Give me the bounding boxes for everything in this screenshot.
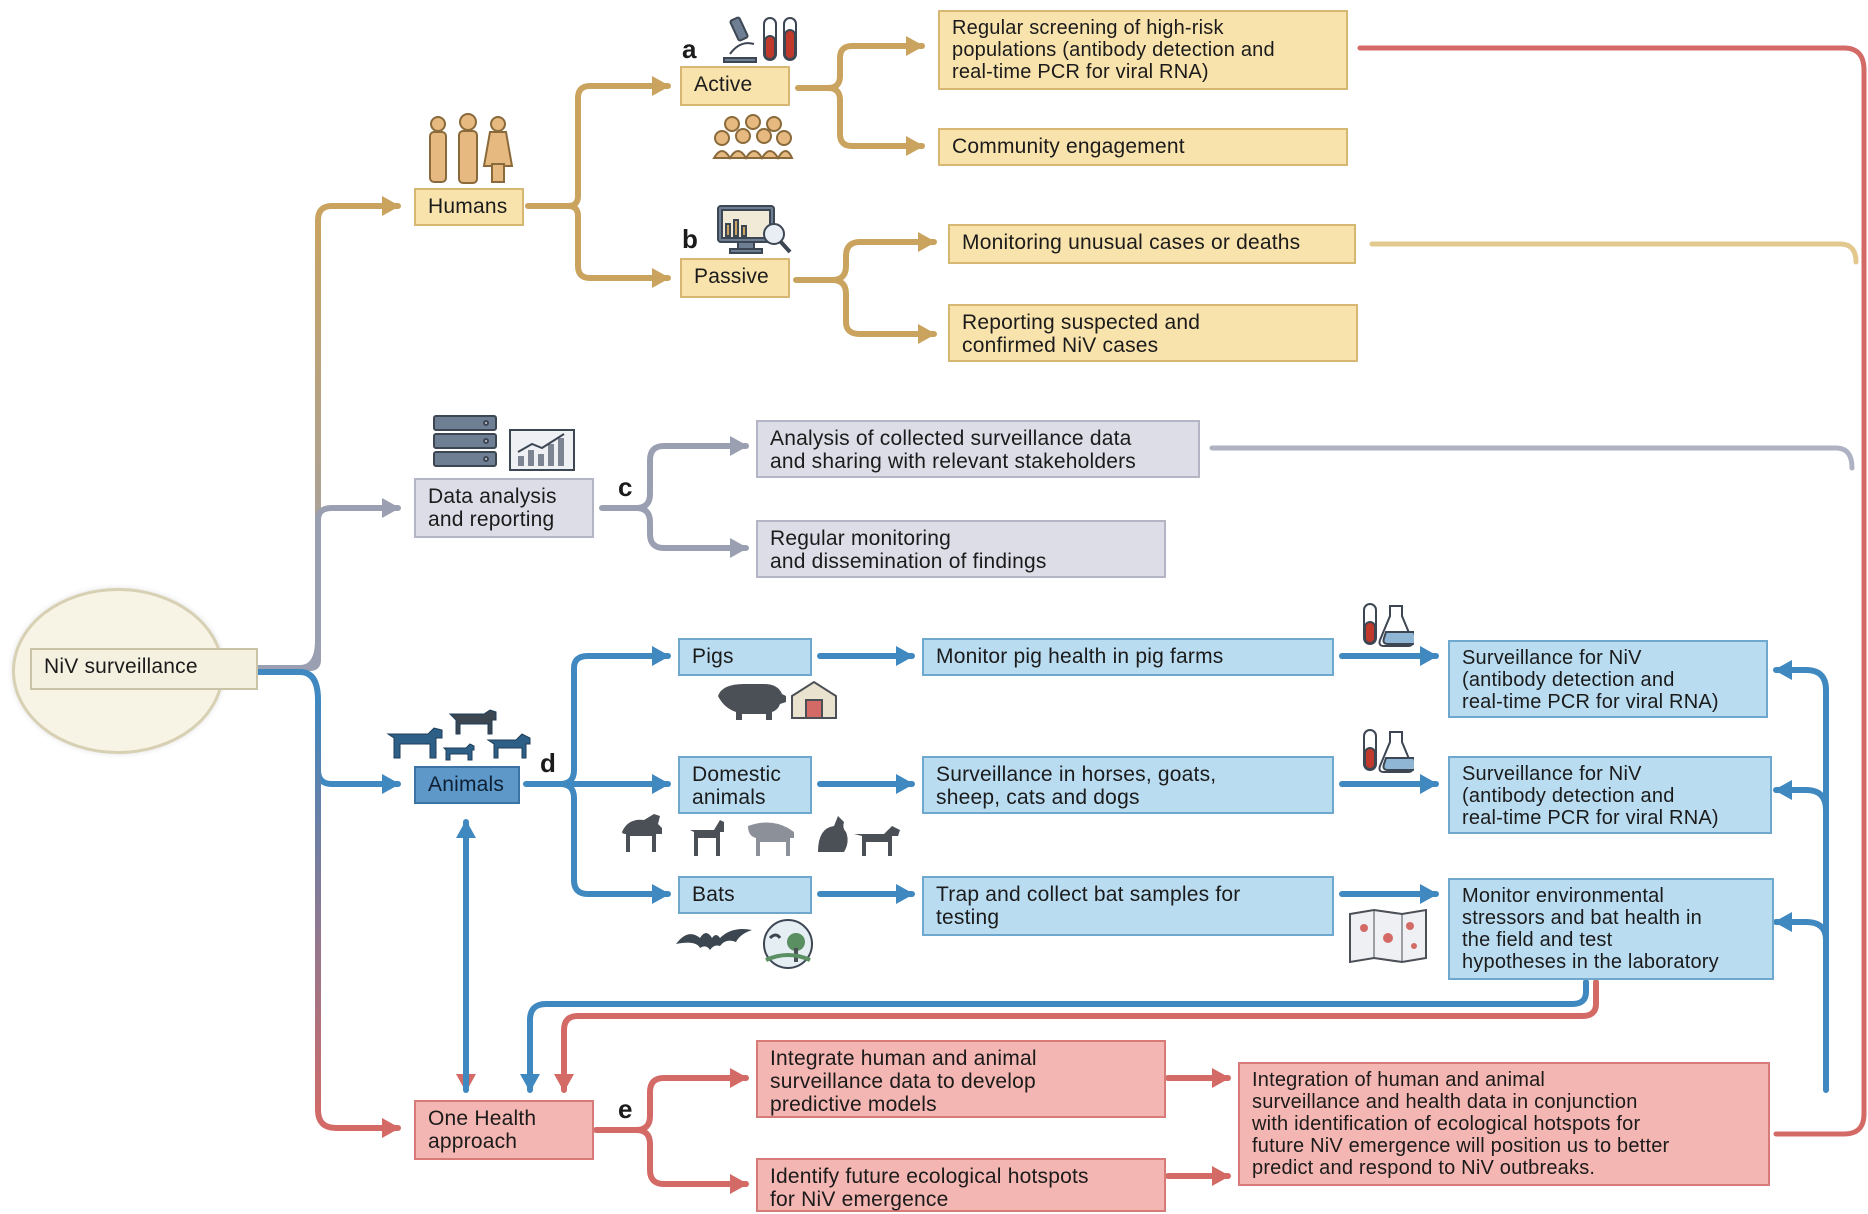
domestic-node: Domestic animals	[678, 756, 812, 814]
monitor-analytics-icon	[717, 205, 792, 254]
data-item-monitoring: Regular monitoring and dissemination of …	[756, 520, 1166, 578]
map-icon	[1349, 908, 1427, 964]
one-health-item-integrate: Integrate human and animal surveillance …	[756, 1040, 1166, 1118]
humans-node: Humans	[414, 188, 524, 226]
pig-icon	[718, 684, 786, 720]
active-node: Active	[680, 66, 790, 106]
bats-outcome: Monitor environmental stressors and bat …	[1448, 878, 1774, 980]
ecosystem-icon	[763, 919, 813, 969]
lab-tubes-icon	[1363, 603, 1414, 647]
chart-icon	[509, 429, 575, 471]
passive-item-reporting: Reporting suspected and confirmed NiV ca…	[948, 304, 1358, 362]
data-item-analysis: Analysis of collected surveillance data …	[756, 420, 1200, 478]
test-tubes-icon	[763, 17, 797, 61]
root-node: NiV surveillance	[30, 648, 258, 690]
barn-icon	[791, 680, 837, 719]
livestock-icon	[386, 709, 531, 761]
label-e: e	[618, 1094, 633, 1124]
domestic-outcome: Surveillance for NiV (antibody detection…	[1448, 756, 1772, 834]
one-health-node: One Health approach	[414, 1100, 594, 1160]
one-health-item-hotspots: Identify future ecological hotspots for …	[756, 1158, 1166, 1212]
label-d: d	[540, 748, 556, 778]
pigs-action: Monitor pig health in pig farms	[922, 638, 1334, 676]
active-item-community: Community engagement	[938, 128, 1348, 166]
microscope-icon	[723, 16, 757, 63]
passive-node: Passive	[680, 258, 790, 298]
pigs-node: Pigs	[678, 638, 812, 676]
label-b: b	[682, 224, 698, 254]
bat-icon	[676, 929, 752, 950]
domestic-action: Surveillance in horses, goats, sheep, ca…	[922, 756, 1334, 814]
lab-tubes-icon	[1363, 729, 1414, 773]
bats-node: Bats	[678, 876, 812, 914]
people-icon	[429, 113, 514, 184]
pigs-outcome: Surveillance for NiV (antibody detection…	[1448, 640, 1768, 718]
label-c: c	[618, 472, 633, 502]
active-item-screening: Regular screening of high-risk populatio…	[938, 10, 1348, 90]
passive-item-monitoring: Monitoring unusual cases or deaths	[948, 224, 1356, 264]
one-health-outcome: Integration of human and animal surveill…	[1238, 1062, 1770, 1186]
label-a: a	[682, 34, 697, 64]
bats-action: Trap and collect bat samples for testing	[922, 876, 1334, 936]
domestic-animals-icon	[622, 814, 900, 856]
data-analysis-node: Data analysis and reporting	[414, 478, 594, 538]
server-icon	[433, 415, 497, 467]
animals-node: Animals	[414, 766, 520, 804]
crowd-icon	[712, 114, 794, 160]
